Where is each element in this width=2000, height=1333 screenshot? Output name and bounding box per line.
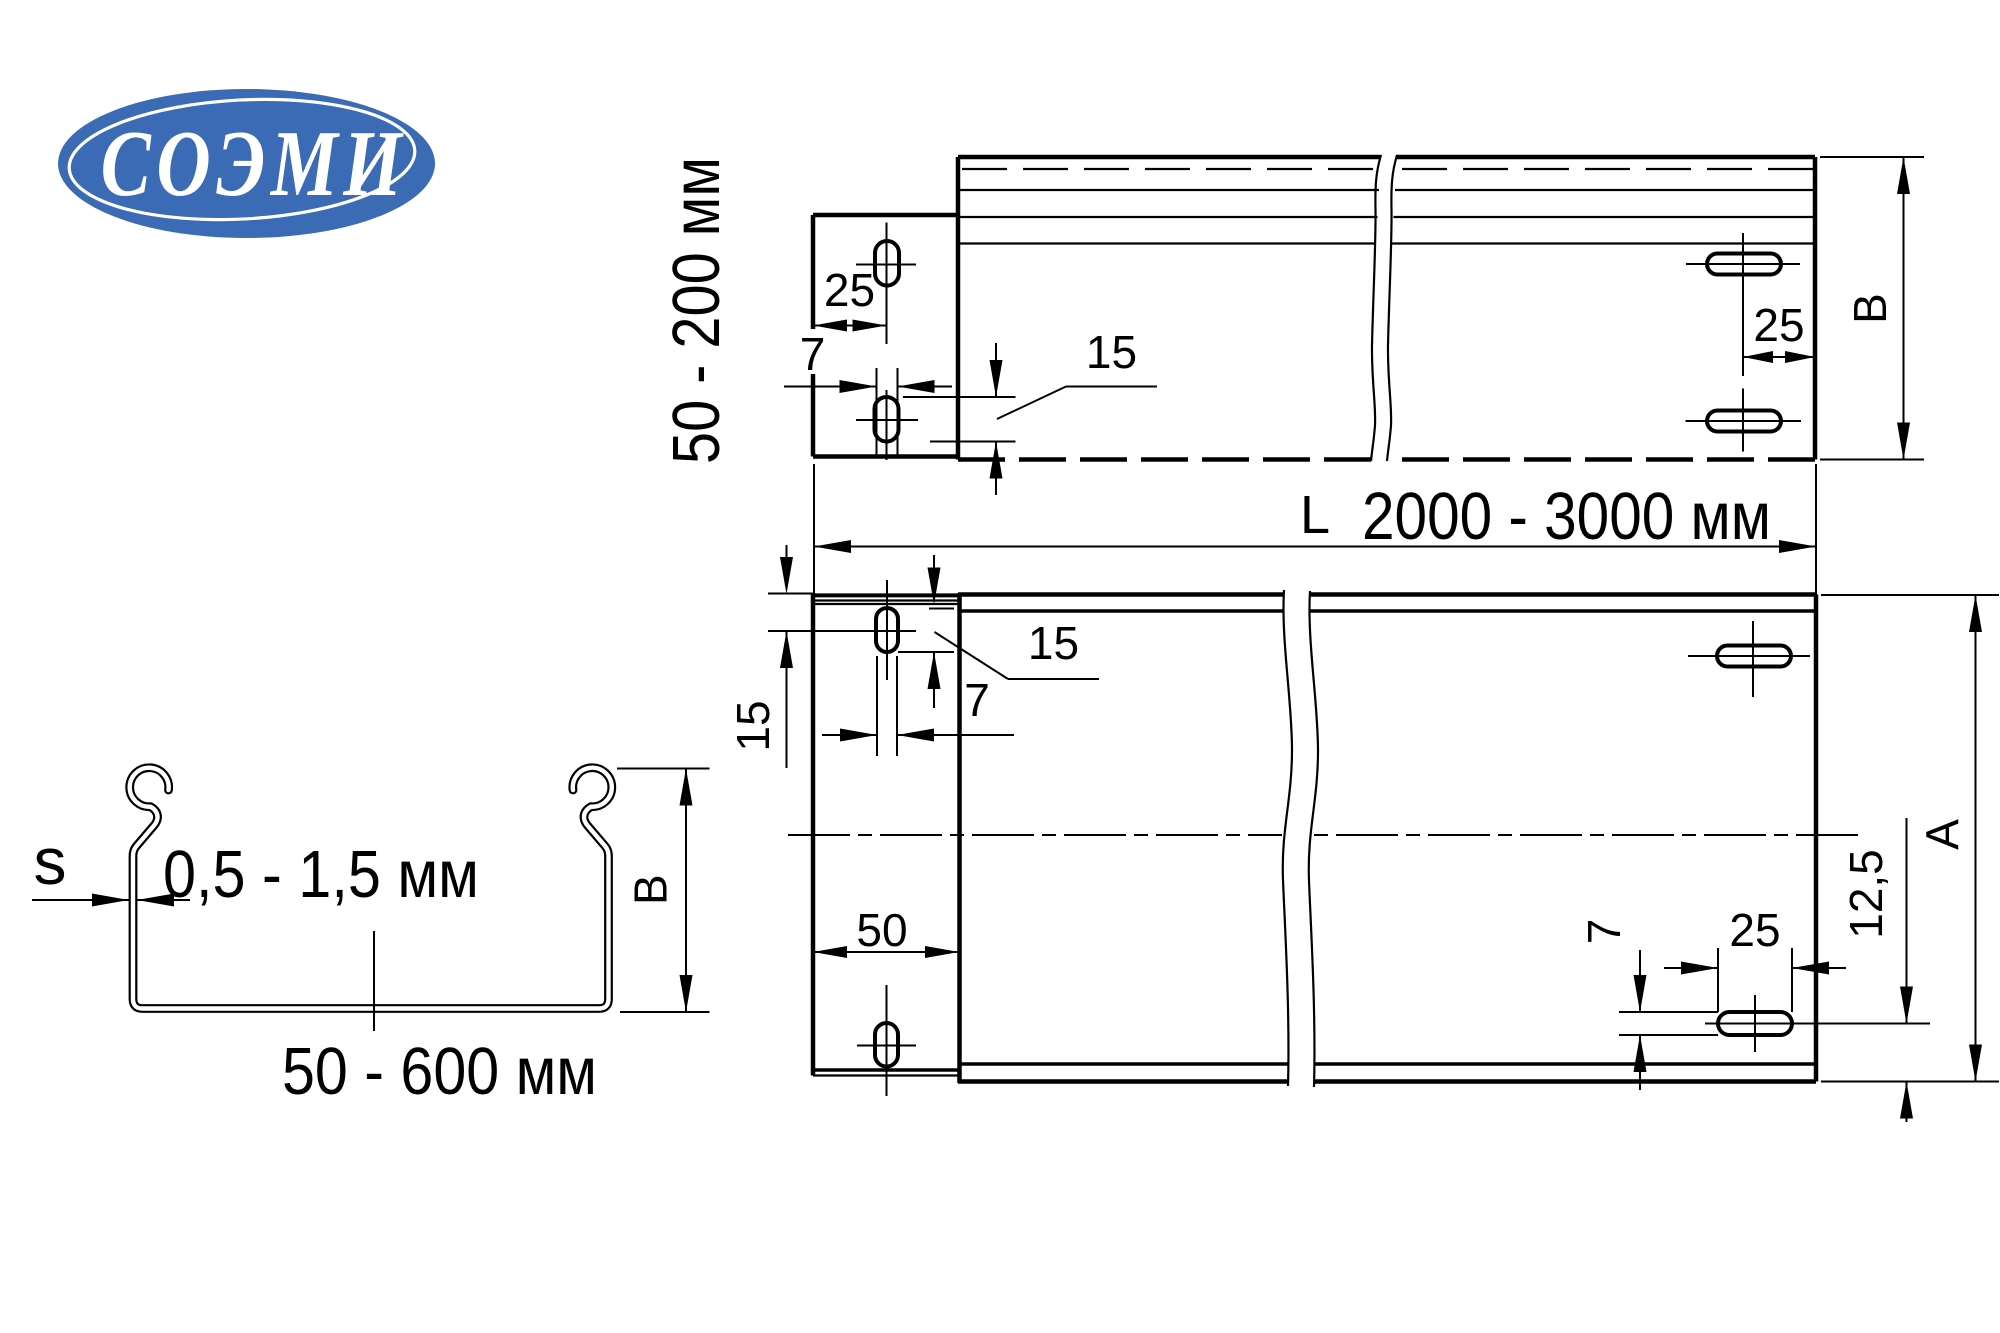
svg-text:L: L	[1300, 485, 1330, 545]
svg-text:7: 7	[964, 674, 990, 726]
svg-text:15: 15	[1086, 326, 1137, 378]
svg-text:25: 25	[824, 264, 875, 316]
svg-text:СОЭМИ: СОЭМИ	[101, 112, 408, 216]
svg-text:7: 7	[1578, 919, 1630, 945]
svg-text:50: 50	[856, 904, 907, 956]
svg-text:В: В	[1844, 293, 1896, 324]
svg-text:В: В	[624, 874, 676, 905]
svg-text:s: s	[34, 824, 67, 898]
svg-text:A: A	[1917, 819, 1969, 850]
svg-text:15: 15	[727, 700, 779, 751]
svg-text:50 - 200 мм: 50 - 200 мм	[659, 157, 734, 464]
svg-text:50 - 600 мм: 50 - 600 мм	[282, 1034, 597, 1109]
svg-text:0,5 - 1,5 мм: 0,5 - 1,5 мм	[163, 837, 479, 912]
svg-text:2000 - 3000 мм: 2000 - 3000 мм	[1362, 479, 1771, 554]
svg-text:7: 7	[800, 328, 826, 380]
svg-text:15: 15	[1028, 617, 1079, 669]
svg-text:25: 25	[1729, 904, 1780, 956]
svg-text:25: 25	[1753, 299, 1804, 351]
svg-text:12,5: 12,5	[1840, 849, 1892, 939]
